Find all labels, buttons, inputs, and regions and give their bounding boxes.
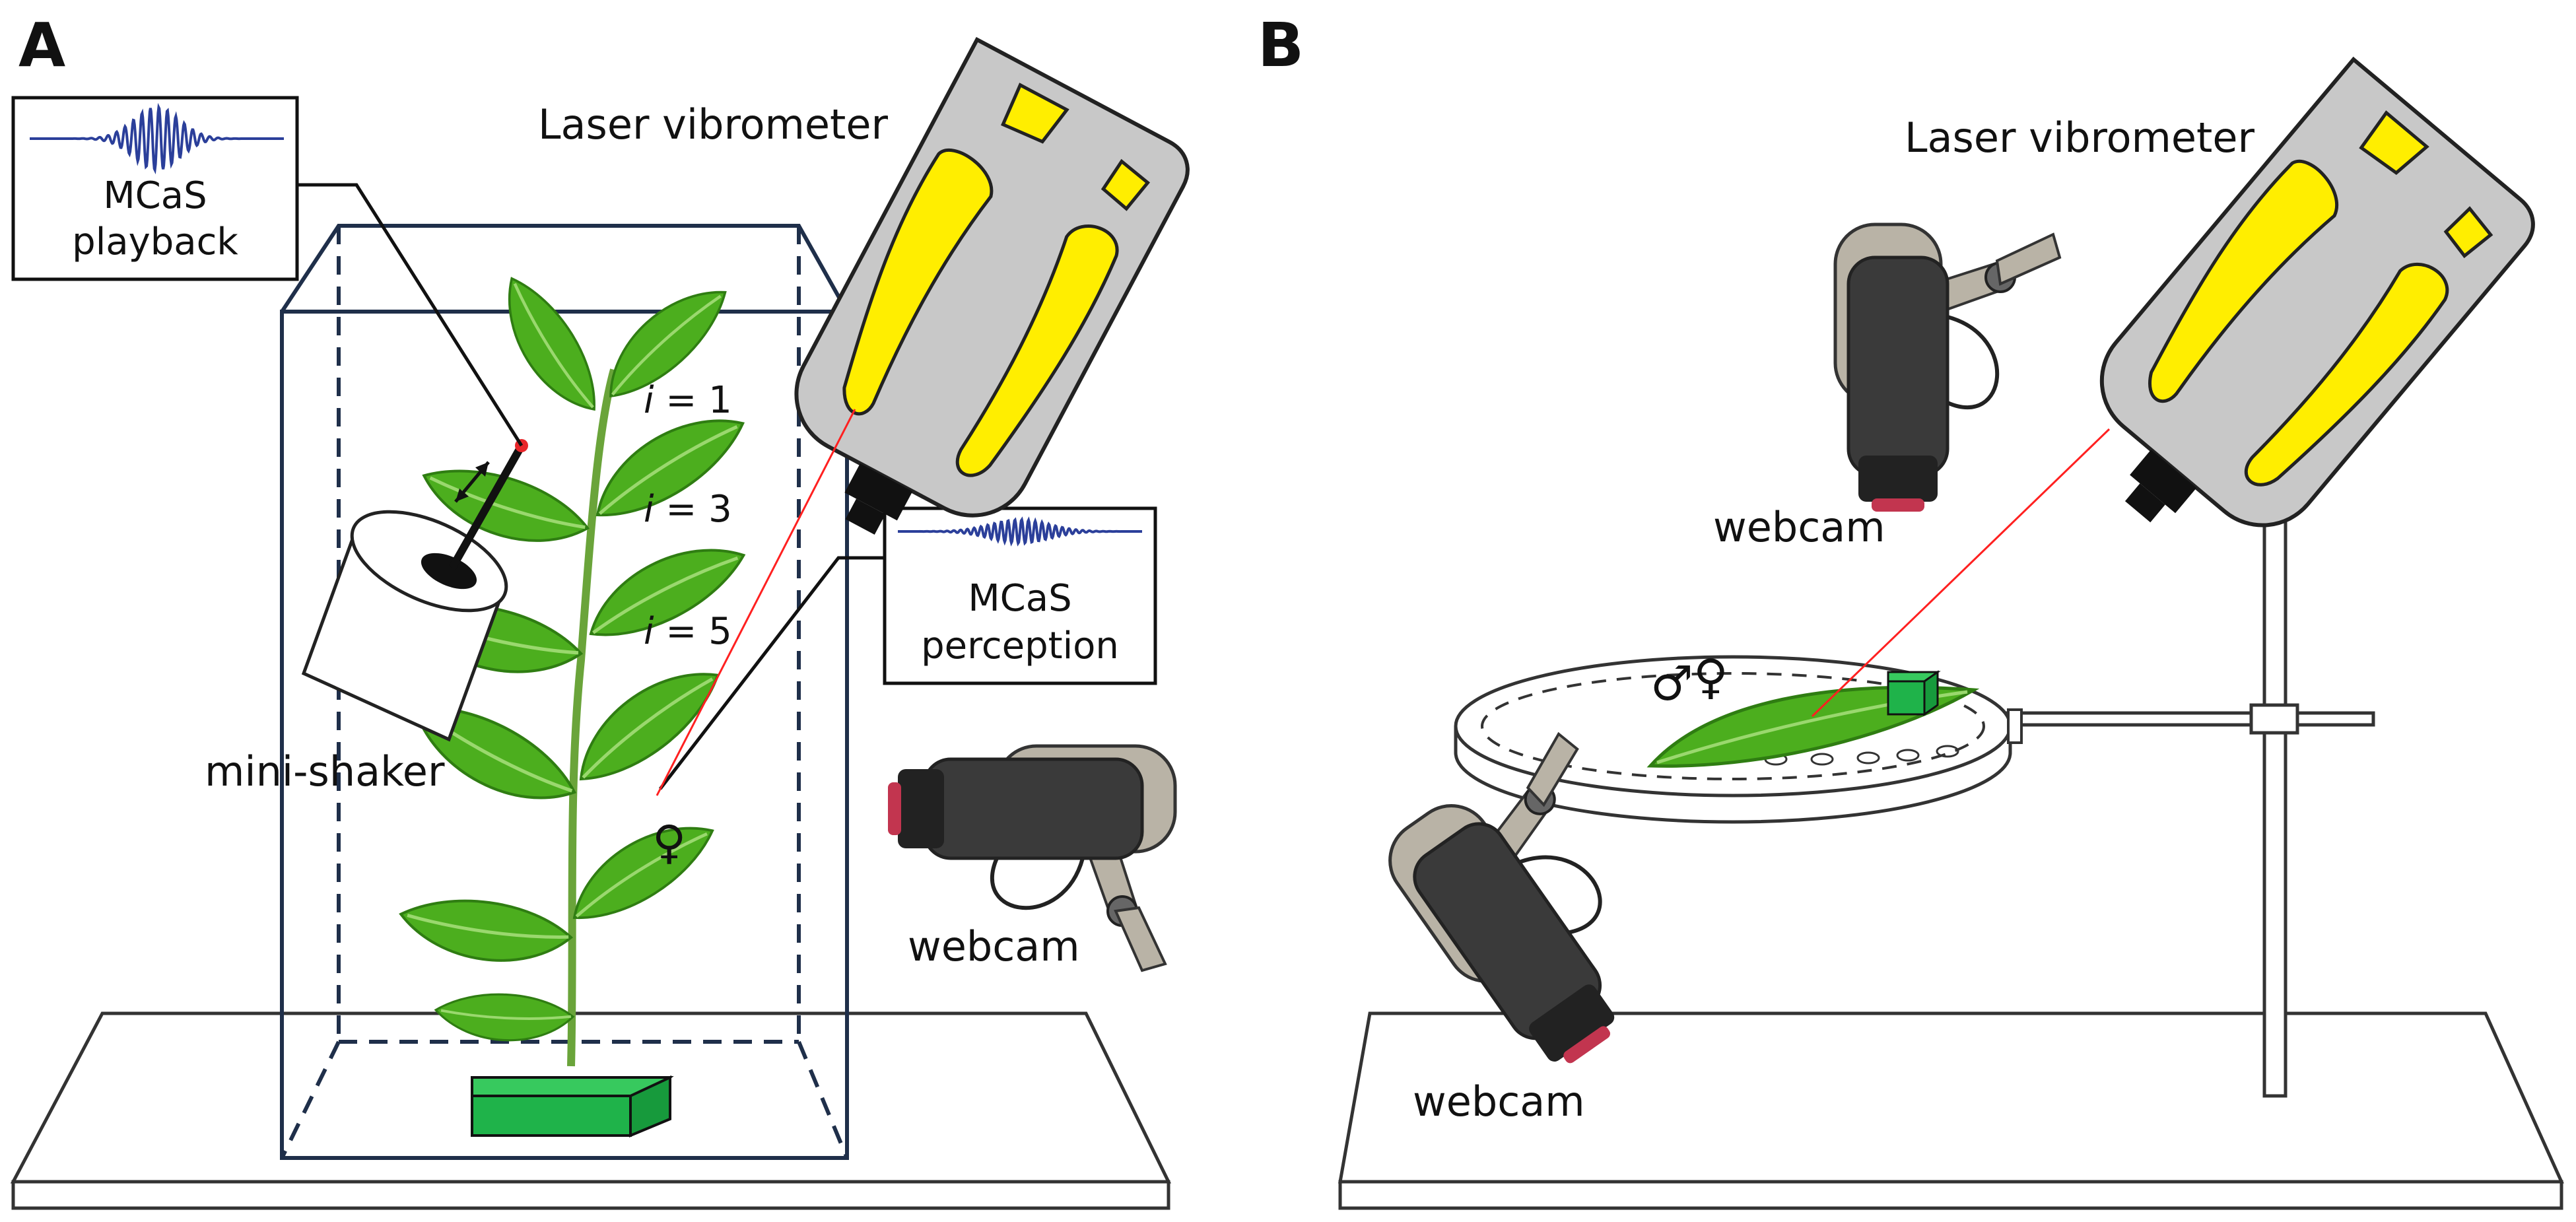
laser-label-a: Laser vibrometer xyxy=(538,100,889,149)
perception-box-line1: MCaS xyxy=(968,577,1071,620)
leaf xyxy=(395,887,574,973)
female-symbol-b: ♀ xyxy=(1693,649,1728,704)
table-a-front xyxy=(11,1180,1170,1210)
perception-box: MCaS perception xyxy=(659,506,1157,790)
leaf-index-label-1: i = 1 xyxy=(644,379,732,422)
panel-b: B xyxy=(1258,10,2564,1210)
leaf xyxy=(557,806,726,935)
table-b-front xyxy=(1338,1180,2563,1210)
leaf-index-labels: i = 1 i = 3 i = 5 xyxy=(644,379,732,653)
retort-stand xyxy=(2002,510,2375,1098)
small-cube xyxy=(1887,670,1941,716)
playback-box-line1: MCaS xyxy=(103,174,207,217)
leaf xyxy=(489,266,611,426)
plant-pot-cube xyxy=(471,1075,674,1137)
playback-box: MCaS playback xyxy=(11,96,524,447)
perception-box-line2: perception xyxy=(921,625,1119,667)
laser-beam-a xyxy=(656,409,856,796)
leaf xyxy=(560,650,733,796)
tea-plant xyxy=(395,266,756,1067)
webcam-label-a: webcam xyxy=(908,922,1080,970)
playback-waveform xyxy=(30,102,284,175)
webcam-label-b-bottom: webcam xyxy=(1413,1077,1585,1126)
panel-a-letter: A xyxy=(18,10,65,81)
female-symbol-a: ♀ xyxy=(652,815,686,869)
webcam-b-top xyxy=(1835,224,2060,512)
laser-beam-b xyxy=(1811,428,2111,718)
male-symbol-b: ♂ xyxy=(1650,656,1693,711)
laser-label-b: Laser vibrometer xyxy=(1905,114,2255,162)
webcam-label-b-top: webcam xyxy=(1713,503,1885,551)
leaf-index-label-3: i = 3 xyxy=(644,488,732,531)
panel-a: A xyxy=(10,10,1199,1210)
panel-b-letter: B xyxy=(1258,10,1304,81)
perception-waveform xyxy=(898,516,1142,547)
playback-box-line2: playback xyxy=(72,221,238,263)
shaker-label: mini-shaker xyxy=(205,747,445,796)
leaf-index-label-5: i = 5 xyxy=(644,610,732,653)
